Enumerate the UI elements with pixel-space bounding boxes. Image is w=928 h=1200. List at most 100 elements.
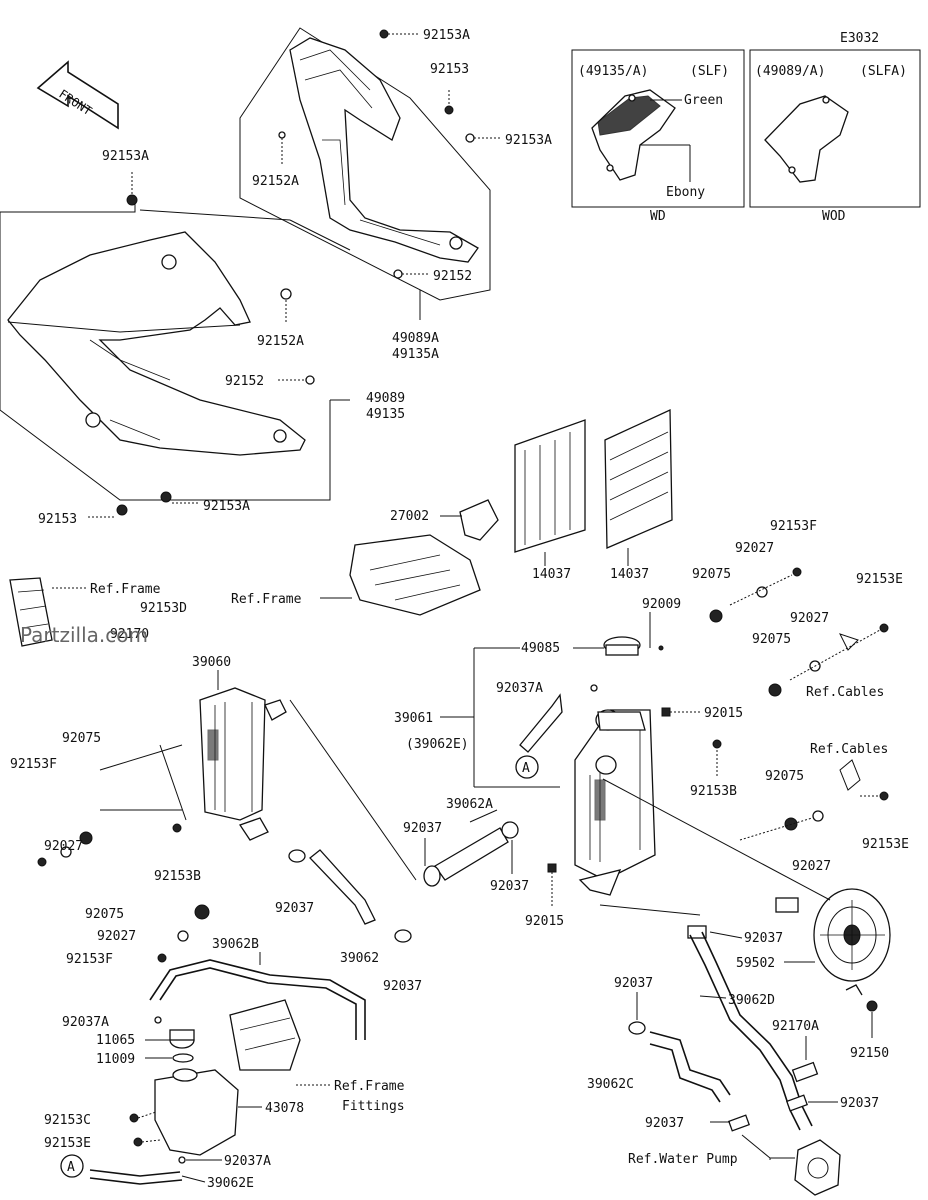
radiator-hoses-group: 39062A 92037 92037 92075 92037 92027 921…: [66, 797, 529, 994]
label-92153A-3: 92153A: [102, 149, 149, 164]
left-frame-ref-group: Ref.Frame 92153D 92170 Partzilla.com: [9, 577, 187, 647]
label-92153A-4: 92153A: [203, 499, 250, 514]
label-92015-1: 92015: [704, 706, 743, 721]
reservoir-group: 39062B 92037A 11065 11009 Ref.Frame Fitt…: [44, 937, 405, 1191]
label-39062A: 39062A: [446, 797, 493, 812]
label-92153-2: 92153: [38, 512, 77, 527]
label-11009: 11009: [96, 1052, 135, 1067]
label-92152-2: 92152: [225, 374, 264, 389]
label-92153A-2: 92153A: [505, 133, 552, 148]
variant-wod-color-code: (SLFA): [860, 64, 907, 79]
label-92027-4: 92027: [44, 839, 83, 854]
label-39061: 39061: [394, 711, 433, 726]
label-92075-4: 92075: [62, 731, 101, 746]
right-radiator-group: 49085 92037A 39061 (39062E) A 92015 9215…: [394, 612, 743, 929]
variant-wd-color2: Ebony: [666, 185, 705, 200]
label-92075-5: 92075: [85, 907, 124, 922]
cooling-fan-group: 92037 59502: [602, 778, 891, 982]
label-92027-3: 92027: [792, 859, 831, 874]
label-92150: 92150: [850, 1046, 889, 1061]
label-43078: 43078: [265, 1101, 304, 1116]
label-92153E-1: 92153E: [856, 572, 903, 587]
variant-wod-code: (49089/A): [755, 64, 825, 79]
label-92037-5: 92037: [744, 931, 783, 946]
front-arrow-icon: FRONT: [36, 60, 119, 130]
label-ref-cables-1: Ref.Cables: [806, 685, 884, 700]
label-92153F-2: 92153F: [10, 757, 57, 772]
label-92037A-2: 92037A: [62, 1015, 109, 1030]
lower-shroud-group: 92153A 92152A 92152 49089 49135 92153 92…: [0, 149, 405, 527]
label-92153C: 92153C: [44, 1113, 91, 1128]
label-39062E-1: (39062E): [406, 737, 469, 752]
label-49089A: 49089A: [392, 331, 439, 346]
right-lower-fasteners: Ref.Cables 92075 92153E 92027: [739, 742, 909, 874]
label-92153F-3: 92153F: [66, 952, 113, 967]
label-92153-1: 92153: [430, 62, 469, 77]
label-92153A-1: 92153A: [423, 28, 470, 43]
label-92037-7: 92037: [645, 1116, 684, 1131]
label-39062: 39062: [340, 951, 379, 966]
label-92153E-2: 92153E: [862, 837, 909, 852]
label-39062E-2: 39062E: [207, 1176, 254, 1191]
label-ref-water-pump: Ref.Water Pump: [628, 1152, 738, 1167]
label-27002: 27002: [390, 509, 429, 524]
label-92037-6: 92037: [614, 976, 653, 991]
variant-wd-code: (49135/A): [578, 64, 648, 79]
label-92075-2: 92075: [752, 632, 791, 647]
label-ref-frame-1: Ref.Frame: [231, 592, 302, 607]
label-92153B-1: 92153B: [690, 784, 737, 799]
variant-box-wd: (49135/A) (SLF) Green Ebony WD: [571, 49, 745, 224]
label-49135: 49135: [366, 407, 405, 422]
right-upper-fasteners: 92153F 92027 92075 92009 92153E 92027 92…: [642, 519, 903, 700]
variant-wd-color1: Green: [684, 93, 723, 108]
label-fittings: Fittings: [342, 1099, 405, 1114]
label-92170: 92170: [110, 627, 149, 642]
label-92075-1: 92075: [692, 567, 731, 582]
variant-wd-caption: WD: [650, 209, 666, 224]
label-59502: 59502: [736, 956, 775, 971]
label-92037A-3: 92037A: [224, 1154, 271, 1169]
label-92153F-1: 92153F: [770, 519, 817, 534]
label-14037-1: 14037: [532, 567, 571, 582]
diagram-code: E3032: [840, 31, 879, 46]
label-92027-1: 92027: [735, 541, 774, 556]
label-39062B: 39062B: [212, 937, 259, 952]
water-pump-hoses-group: 39062D 92037 39062C 92170A 92150 92037 9…: [587, 904, 889, 1196]
label-92037-2: 92037: [490, 879, 529, 894]
label-92015-2: 92015: [525, 914, 564, 929]
label-92170A: 92170A: [772, 1019, 819, 1034]
watermark: Partzilla.com: [20, 623, 148, 647]
label-ref-cables-2: Ref.Cables: [810, 742, 888, 757]
label-92152A-2: 92152A: [257, 334, 304, 349]
label-92152-1: 92152: [433, 269, 472, 284]
upper-shroud-group: 92153A 92153 92153A 92152A 92152 49089A …: [239, 27, 552, 362]
label-39062D: 39062D: [728, 993, 775, 1008]
label-49085: 49085: [521, 641, 560, 656]
variant-box-wod: (49089/A) (SLFA) WOD: [749, 49, 921, 224]
label-92037-4: 92037: [383, 979, 422, 994]
label-92153D: 92153D: [140, 601, 187, 616]
label-ref-frame-fittings: Ref.Frame: [334, 1079, 405, 1094]
label-92075-3: 92075: [765, 769, 804, 784]
label-ref-frame-2: Ref.Frame: [90, 582, 161, 597]
label-39060: 39060: [192, 655, 231, 670]
label-92037-1: 92037: [403, 821, 442, 836]
marker-a-2: A: [67, 1160, 75, 1175]
label-49135A: 49135A: [392, 347, 439, 362]
label-92037A-1: 92037A: [496, 681, 543, 696]
label-92027-5: 92027: [97, 929, 136, 944]
label-92153B-2: 92153B: [154, 869, 201, 884]
label-92153E-3: 92153E: [44, 1136, 91, 1151]
label-39062C: 39062C: [587, 1077, 634, 1092]
label-49089: 49089: [366, 391, 405, 406]
label-92037-3: 92037: [275, 901, 314, 916]
radiator-guards-group: 14037 14037: [514, 408, 673, 582]
label-14037-2: 14037: [610, 567, 649, 582]
variant-wod-caption: WOD: [822, 209, 846, 224]
label-92037-8: 92037: [840, 1096, 879, 1111]
left-radiator-group: 39060 92075 92153F 92027 92153B: [10, 655, 417, 884]
label-92027-2: 92027: [790, 611, 829, 626]
label-92009: 92009: [642, 597, 681, 612]
label-92152A-1: 92152A: [252, 174, 299, 189]
